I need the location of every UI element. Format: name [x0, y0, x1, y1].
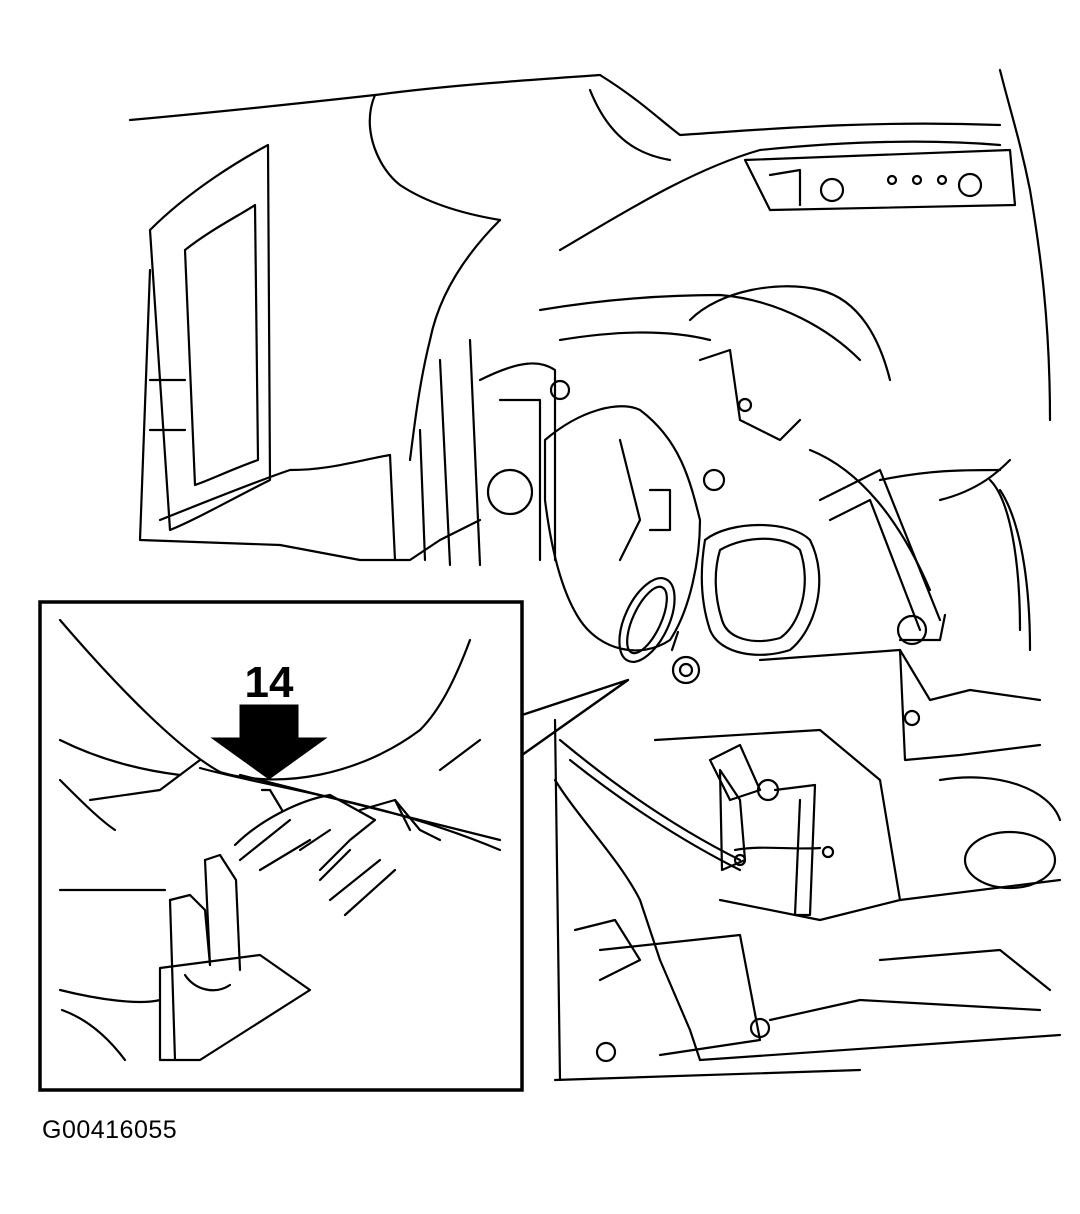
inset-detail-view: 14	[38, 600, 524, 1092]
callout-number: 14	[245, 658, 294, 707]
figure-id: G00416055	[42, 1116, 178, 1144]
main-assembly-drawing	[128, 68, 1062, 1082]
callout-pointer	[521, 678, 630, 757]
callout-arrow	[210, 704, 328, 780]
